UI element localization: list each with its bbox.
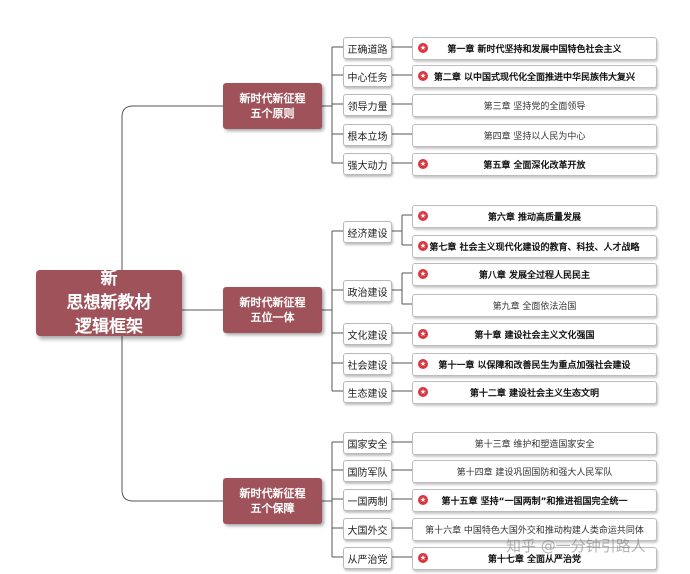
root-title-line2: 逻辑框架 (75, 317, 143, 337)
branch-title-line2: 五位一体 (250, 311, 295, 324)
chapter-title: 第十一章 以保障和改善民生为重点加强社会建设 (438, 360, 631, 371)
root-title-line1: 新思想新教材 (66, 269, 152, 313)
chapter-title: 第十七章 全面从严治党 (487, 554, 582, 565)
category-node: 政治建设 (343, 280, 392, 302)
branch-title-line2: 五个原则 (250, 107, 295, 120)
category-node: 中心任务 (343, 65, 392, 87)
chapter-leaf: ★ 第五章 全面深化改革开放 (412, 152, 657, 176)
chapter-title: 第二章 以中国式现代化全面推进中华民族伟大复兴 (433, 72, 636, 83)
category-node: 生态建设 (343, 381, 392, 403)
chapter-title: 第五章 全面深化改革开放 (483, 160, 586, 171)
chapter-leaf: ★ 第二章 以中国式现代化全面推进中华民族伟大复兴 (412, 64, 657, 88)
chapter-title: 第六章 推动高质量发展 (487, 212, 582, 223)
chapter-leaf: 第三章 坚持党的全面领导 (412, 93, 657, 117)
chapter-title: 第十五章 坚持“一国两制”和推进祖国完全统一 (441, 496, 628, 507)
chapter-title: 第四章 坚持以人民为中心 (483, 131, 586, 142)
chapter-title: 第十二章 建设社会主义生态文明 (469, 388, 600, 399)
chapter-title: 第七章 社会主义现代化建设的教育、科技、人才战略 (429, 242, 640, 253)
branch-node: 新时代新征程五个保障 (223, 478, 322, 524)
star-icon: ★ (418, 159, 428, 169)
chapter-leaf: ★ 第十二章 建设社会主义生态文明 (412, 380, 657, 404)
branch-title-line1: 新时代新征程 (239, 296, 306, 309)
category-node: 大国外交 (343, 518, 392, 540)
star-icon: ★ (418, 495, 428, 505)
category-node: 社会建设 (343, 353, 392, 375)
watermark: 知乎 @一分钟引路人 (506, 537, 646, 555)
branch-title-line2: 五个保障 (250, 502, 295, 515)
category-node: 国家安全 (343, 432, 392, 454)
chapter-leaf: ★ 第八章 发展全过程人民民主 (412, 262, 657, 286)
star-icon: ★ (418, 241, 428, 251)
chapter-title: 第九章 全面依法治国 (492, 301, 577, 312)
star-icon: ★ (418, 329, 428, 339)
connector-curve (121, 105, 223, 270)
chapter-leaf: ★第七章 社会主义现代化建设的教育、科技、人才战略 (412, 234, 657, 258)
chapter-title: 第十三章 维护和塑造国家安全 (474, 439, 595, 450)
chapter-leaf: 第九章 全面依法治国 (412, 293, 657, 317)
chapter-leaf: ★ 第十七章 全面从严治党 (412, 546, 657, 570)
root-node: 新思想新教材 逻辑框架 (36, 269, 182, 337)
chapter-title: 第八章 发展全过程人民民主 (478, 270, 591, 281)
branch-node: 新时代新征程五个原则 (223, 83, 322, 129)
star-icon: ★ (418, 387, 428, 397)
category-node: 经济建设 (343, 221, 392, 243)
category-node: 强大动力 (343, 153, 392, 175)
category-node: 正确道路 (343, 37, 392, 59)
category-node: 国防军队 (343, 460, 392, 482)
branch-title-line1: 新时代新征程 (239, 92, 306, 105)
chapter-title: 第一章 新时代坚持和发展中国特色社会主义 (447, 44, 622, 55)
star-icon: ★ (418, 553, 428, 563)
chapter-leaf: ★ 第十五章 坚持“一国两制”和推进祖国完全统一 (412, 488, 657, 512)
chapter-leaf: ★ 第十章 建设社会主义文化强国 (412, 322, 657, 346)
chapter-leaf: ★ 第一章 新时代坚持和发展中国特色社会主义 (412, 36, 657, 60)
chapter-leaf: ★ 第六章 推动高质量发展 (412, 204, 657, 228)
chapter-leaf: 第四章 坚持以人民为中心 (412, 123, 657, 147)
category-node: 文化建设 (343, 323, 392, 345)
branch-title-line1: 新时代新征程 (239, 487, 306, 500)
category-node: 根本立场 (343, 124, 392, 146)
chapter-title: 第十章 建设社会主义文化强国 (474, 330, 595, 341)
star-icon: ★ (418, 71, 428, 81)
chapter-leaf: ★ 第十一章 以保障和改善民生为重点加强社会建设 (412, 352, 657, 376)
star-icon: ★ (418, 269, 428, 279)
category-node: 一国两制 (343, 489, 392, 511)
chapter-title: 第三章 坚持党的全面领导 (483, 101, 586, 112)
star-icon: ★ (418, 211, 428, 221)
chapter-leaf: 第十四章 建设巩固国防和强大人民军队 (412, 459, 657, 483)
chapter-title: 第十四章 建设巩固国防和强大人民军队 (456, 467, 613, 478)
chapter-title: 第十六章 中国特色大国外交和推动构建人类命运共同体 (425, 525, 644, 536)
category-node: 从严治党 (343, 547, 392, 569)
branch-node: 新时代新征程五位一体 (223, 287, 322, 333)
star-icon: ★ (418, 359, 428, 369)
connector-curve (121, 336, 223, 502)
category-node: 领导力量 (343, 94, 392, 116)
chapter-leaf: 第十三章 维护和塑造国家安全 (412, 431, 657, 455)
chapter-leaf: 第十六章 中国特色大国外交和推动构建人类命运共同体 (412, 517, 657, 541)
star-icon: ★ (418, 43, 428, 53)
